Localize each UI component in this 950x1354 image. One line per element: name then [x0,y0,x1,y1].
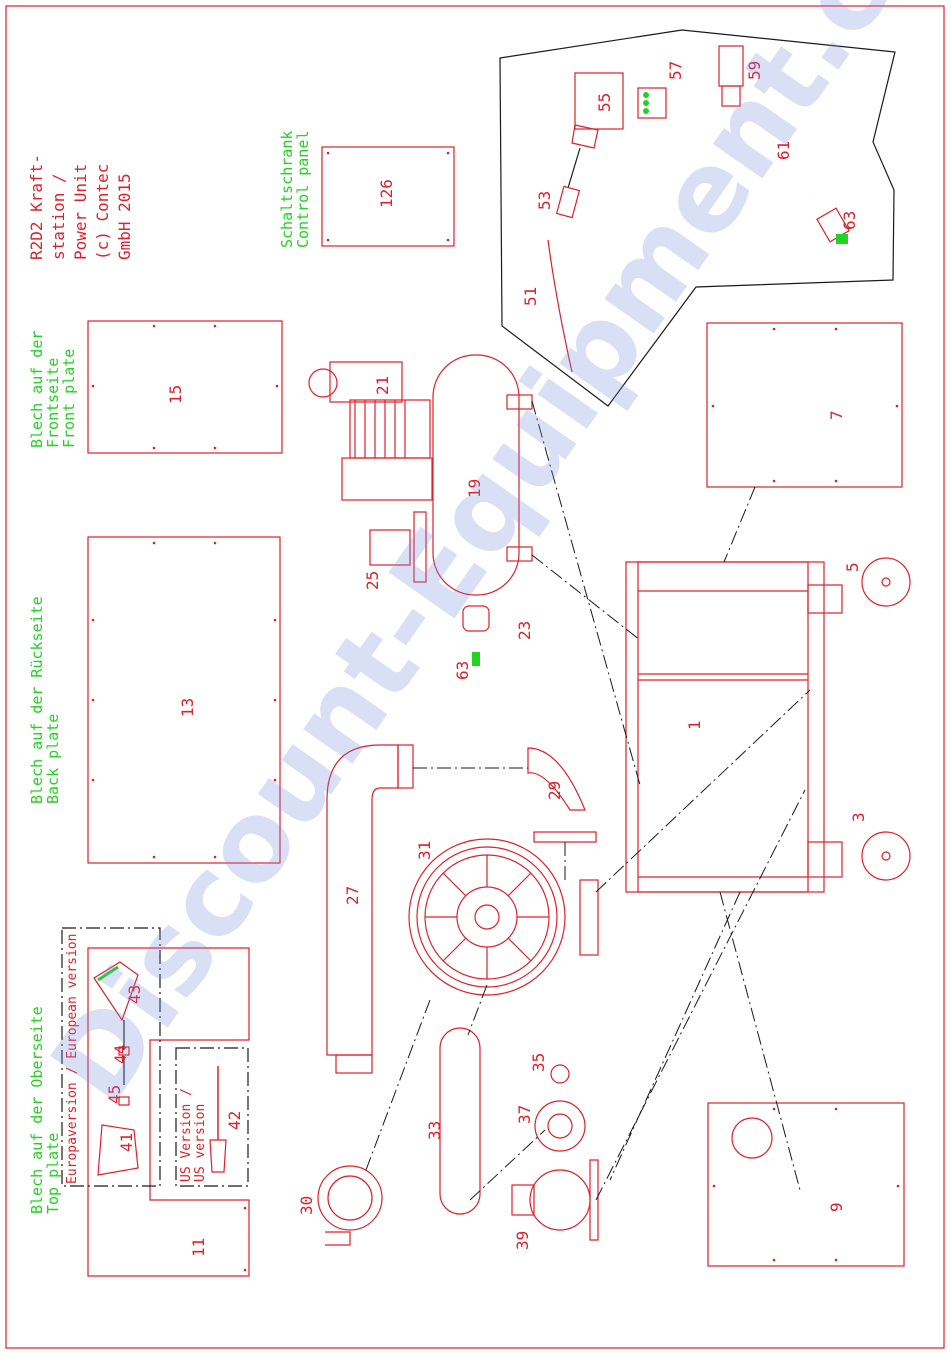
label-59: 59 [745,61,764,80]
frame-assembly: 1 3 5 [625,557,911,893]
label-9: 9 [827,1202,846,1212]
label-61: 61 [774,141,793,160]
compressor-assembly: 19 21 23 25 63 [308,354,534,680]
label-7: 7 [827,410,846,420]
label-19: 19 [465,479,484,498]
title-line-3: Power Unit [71,164,90,260]
label-33: 33 [425,1121,444,1140]
label-1: 1 [685,720,704,730]
front-de-2: Frontseite [44,358,62,448]
title-line-2: station / [49,173,68,260]
label-39: 39 [513,1231,532,1250]
back-plate-note: Blech auf der Rückseite Back plate [28,596,62,804]
label-43: 43 [125,985,144,1004]
label-44: 44 [111,1045,130,1064]
front-de-1: Blech auf der [28,331,46,448]
assembly-lines [365,400,811,1201]
label-23: 23 [515,621,534,640]
title-line-4: (c) Contec [93,164,112,260]
top-plate-note: Blech auf der Oberseite Top plate [28,1006,62,1214]
back-en: Back plate [44,714,62,804]
cable-parts-outline: 55 57 59 61 63 53 51 [499,29,896,407]
plate-126: 126 [321,146,455,247]
us-version-de: US Version / [179,1088,194,1182]
label-41: 41 [117,1133,136,1152]
drive-parts: 33 35 37 39 30 [297,1027,599,1250]
label-27: 27 [343,886,362,905]
label-29: 29 [545,781,564,800]
european-version-label: Europaversion / European version [65,934,80,1184]
label-55: 55 [595,93,614,112]
label-31: 31 [415,841,434,860]
plate-11: 11 [87,947,250,1277]
label-45: 45 [105,1085,124,1104]
label-126: 126 [377,179,396,208]
front-plate-note: Blech auf der Frontseite Front plate [28,331,78,448]
label-63-top: 63 [840,211,859,230]
label-5: 5 [843,562,862,572]
title-block: R2D2 Kraft- station / Power Unit (c) Con… [27,154,134,260]
control-panel-note: Schaltschrank Control panel [278,131,312,248]
label-3: 3 [849,812,868,822]
title-line-1: R2D2 Kraft- [27,154,46,260]
label-53: 53 [535,191,554,210]
top-en: Top plate [44,1133,62,1214]
plate-13: 13 [87,536,281,864]
label-15: 15 [166,385,185,404]
label-30: 30 [297,1196,316,1215]
front-en: Front plate [60,349,78,448]
blower-31: 31 [408,838,599,996]
us-version-en: US version [193,1104,208,1182]
plate-9: 9 [707,1102,905,1267]
top-de: Blech auf der Oberseite [28,1006,46,1214]
label-35: 35 [529,1053,548,1072]
label-37: 37 [515,1105,534,1124]
plate-15: 15 [87,320,283,454]
label-11: 11 [189,1238,208,1257]
label-42: 42 [225,1111,244,1130]
european-version-box: Europaversion / European version 43 44 4… [61,927,161,1187]
plate-7: 7 [706,322,903,488]
label-13: 13 [178,698,197,717]
label-57: 57 [666,61,685,80]
back-de: Blech auf der Rückseite [28,596,46,804]
control-panel-de: Schaltschrank [278,131,296,248]
duct-parts: 27 29 [326,744,597,1074]
label-25: 25 [363,571,382,590]
label-63-mid: 63 [453,661,472,680]
label-51: 51 [521,287,540,306]
label-21: 21 [373,376,392,395]
control-panel-en: Control panel [294,131,312,248]
us-version-box: US Version / US version 42 [175,1047,249,1187]
drawing-border [5,5,945,1349]
title-line-5: GmbH 2015 [115,173,134,260]
